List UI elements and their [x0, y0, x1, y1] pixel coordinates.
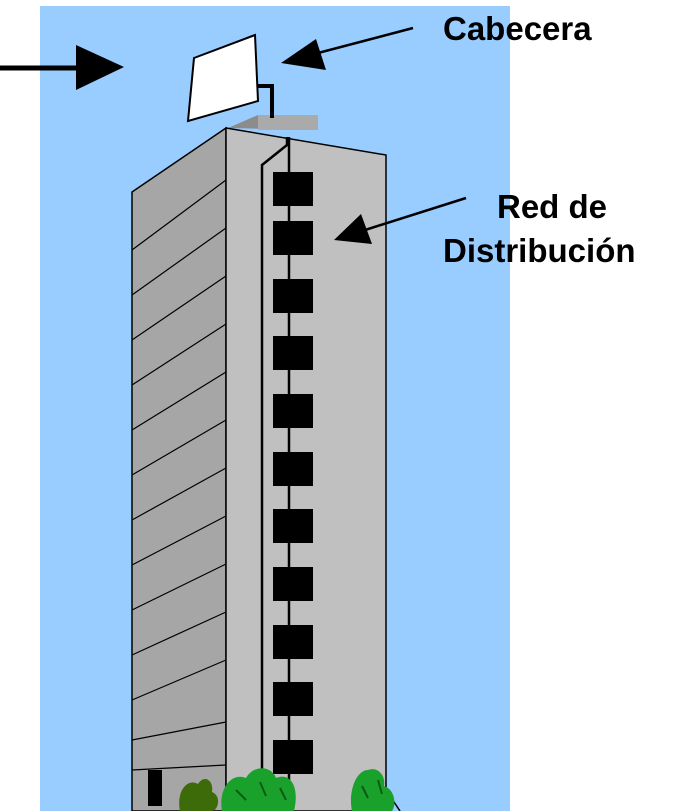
floor-outlet-5: [273, 394, 313, 428]
tree-icon: [179, 778, 219, 811]
floor-outlet-4: [273, 336, 313, 370]
head-end-pointer-arrow-icon: [281, 26, 414, 70]
floor-outlet-8: [273, 567, 313, 601]
tree-icon: [221, 768, 296, 811]
floor-outlet-3: [273, 279, 313, 313]
floor-outlet-9: [273, 625, 313, 659]
tree-icon: [350, 769, 395, 811]
satellite-dish-icon: [186, 33, 274, 123]
floor-outlet-1: [273, 172, 313, 206]
distribution-label-line1: Red de: [497, 188, 608, 225]
floor-outlets: [273, 172, 313, 774]
distribution-pointer-arrow-icon: [334, 196, 467, 244]
roof-block: [228, 115, 318, 130]
floor-outlet-2: [273, 221, 313, 255]
head-end-label: Cabecera: [443, 10, 592, 47]
building-door: [148, 770, 162, 806]
floor-outlet-7: [273, 509, 313, 543]
incoming-signal-arrow-icon: [0, 45, 124, 90]
floor-outlet-6: [273, 452, 313, 486]
floor-outlet-11: [273, 740, 313, 774]
building-side-face: [131, 126, 227, 811]
distribution-label-line2: Distribución: [443, 232, 636, 269]
floor-outlet-10: [273, 682, 313, 716]
